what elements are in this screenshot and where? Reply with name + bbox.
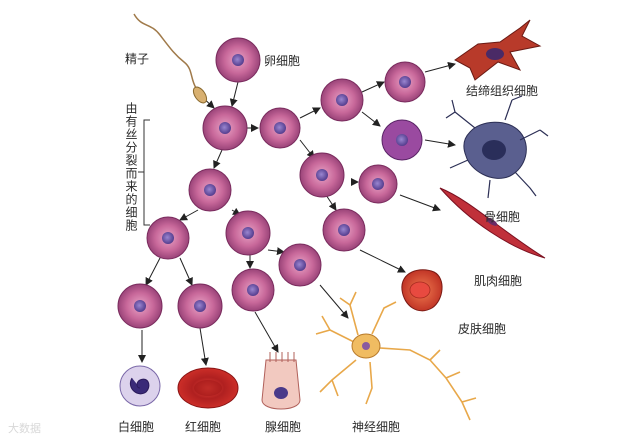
gland-cell-label: 腺细胞 — [265, 420, 301, 434]
egg-cell — [216, 38, 260, 82]
gland-cell — [262, 352, 300, 409]
arrow — [214, 150, 222, 168]
arrow — [200, 328, 206, 365]
white-blood-cell — [120, 366, 160, 406]
stem-cell — [232, 269, 274, 311]
stem-cell — [359, 165, 397, 203]
arrow — [300, 108, 320, 118]
stem-cell — [178, 284, 222, 328]
arrow — [425, 64, 455, 72]
nerve-cell-label: 神经细胞 — [352, 420, 400, 434]
nerve-cell — [316, 292, 476, 420]
white-blood-cell-label: 白细胞 — [118, 420, 154, 434]
bone-cell-label: 骨细胞 — [484, 210, 520, 224]
arrow — [362, 112, 380, 126]
arrow — [326, 195, 336, 210]
arrow — [425, 140, 455, 145]
bone-cell — [446, 96, 548, 198]
skin-cell — [402, 270, 442, 311]
division-label: 由有丝分裂而来的细胞 — [124, 102, 138, 232]
stem-cell — [147, 217, 189, 259]
watermark: 大数据 — [8, 420, 41, 436]
stem-cell — [382, 120, 422, 160]
stem-cell — [321, 79, 363, 121]
arrow — [400, 195, 440, 210]
stem-cell — [300, 153, 344, 197]
stem-cell — [118, 284, 162, 328]
sperm-label: 精子 — [125, 52, 149, 66]
division-bracket — [138, 120, 150, 225]
arrow — [146, 258, 160, 285]
arrow-egg-to-fertilized — [232, 82, 238, 106]
connective-tissue-cell — [455, 20, 540, 80]
stem-cell — [226, 211, 270, 255]
stem-cell — [323, 209, 365, 251]
arrow — [180, 258, 192, 285]
stem-cell — [189, 169, 231, 211]
red-blood-cell — [178, 368, 238, 408]
stem-cell — [260, 108, 300, 148]
arrow — [268, 250, 284, 252]
arrow — [180, 210, 198, 220]
arrow — [360, 250, 405, 272]
red-blood-cell-label: 红细胞 — [185, 420, 221, 434]
skin-cell-label: 皮肤细胞 — [458, 322, 506, 336]
stem-cell — [385, 62, 425, 102]
arrow — [255, 312, 278, 352]
connective-tissue-label: 结缔组织细胞 — [466, 84, 538, 98]
stem-cell — [279, 244, 321, 286]
muscle-cell-label: 肌肉细胞 — [474, 274, 522, 288]
arrow — [362, 82, 384, 92]
stem-cell-group — [118, 38, 425, 328]
egg-cell-label: 卵细胞 — [264, 54, 300, 68]
stem-cell — [203, 106, 247, 150]
